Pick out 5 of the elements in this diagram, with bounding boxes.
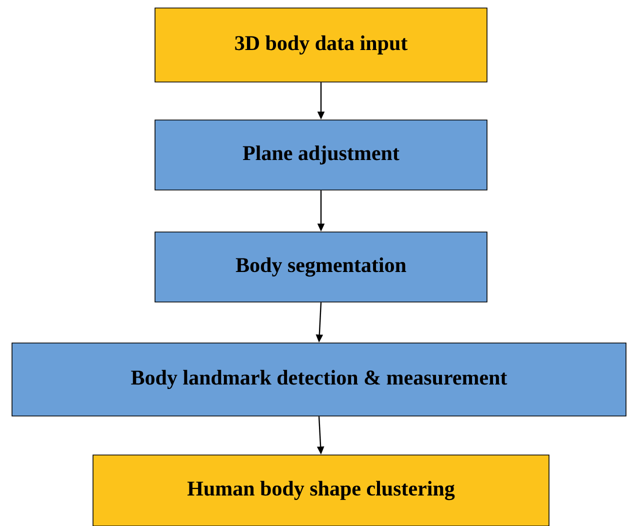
process-box: Body landmark detection & measurement xyxy=(12,342,626,416)
process-box: Plane adjustment xyxy=(154,120,488,190)
process-box: 3D body data input xyxy=(154,8,488,82)
process-box: Human body shape clustering xyxy=(92,454,550,526)
process-box: Body segmentation xyxy=(154,232,488,302)
